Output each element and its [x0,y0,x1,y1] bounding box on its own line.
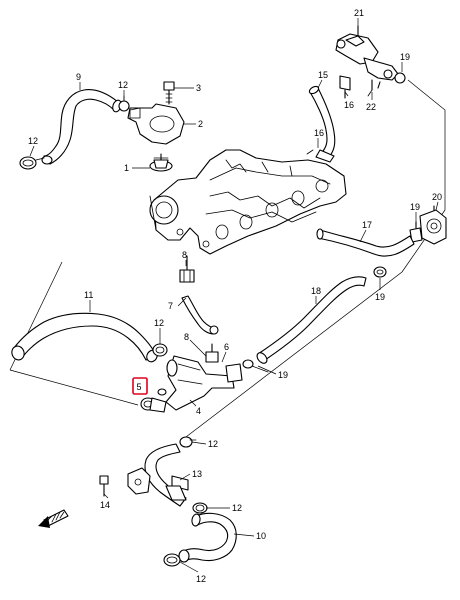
callout-labels: 21 19 15 16 22 16 9 12 3 2 12 1 20 19 17… [28,8,442,584]
callout-22[interactable]: 22 [366,102,376,112]
water-pipe-4[interactable] [140,355,243,413]
callout-10[interactable]: 10 [256,531,266,541]
callout-12[interactable]: 12 [196,574,206,584]
clamp-12b[interactable] [19,156,45,170]
clamp-19c[interactable] [373,266,387,278]
callout-19[interactable]: 19 [410,202,420,212]
callout-18[interactable]: 18 [311,286,321,296]
callout-13[interactable]: 13 [192,469,202,479]
callout-20[interactable]: 20 [432,192,442,202]
callout-8[interactable]: 8 [184,332,189,342]
leader-lines [29,18,439,573]
callout-8[interactable]: 8 [182,250,187,260]
clamp-12c[interactable] [152,343,168,357]
callout-19[interactable]: 19 [400,52,410,62]
callout-12[interactable]: 12 [118,80,128,90]
clamp-12e[interactable] [192,502,208,514]
bolt-14[interactable] [99,475,109,497]
callout-12[interactable]: 12 [208,439,218,449]
thermostat-1[interactable] [149,153,173,172]
thermostat-cap-2[interactable] [127,103,185,145]
front-arrow-icon [38,509,69,528]
fitting-20[interactable] [419,205,447,245]
callout-5[interactable]: 5 [137,382,142,392]
clip-16-upper[interactable] [339,75,373,99]
callout-12[interactable]: 12 [154,318,164,328]
callout-9[interactable]: 9 [76,72,81,82]
bypass-valve-assembly[interactable] [335,25,406,91]
hose-15[interactable] [306,85,336,163]
callout-6[interactable]: 6 [224,342,229,352]
water-pipe-13[interactable] [127,443,189,507]
callout-1[interactable]: 1 [124,163,129,173]
callout-16[interactable]: 16 [314,128,324,138]
hose-11[interactable] [10,312,159,363]
clamp-12d[interactable] [179,436,197,448]
callout-21[interactable]: 21 [354,8,364,18]
callout-14[interactable]: 14 [100,500,110,510]
callout-2[interactable]: 2 [198,119,203,129]
clamp-12a[interactable] [118,95,130,112]
callout-17[interactable]: 17 [362,220,372,230]
intake-manifold [149,149,347,255]
clip-8b[interactable] [205,343,219,363]
clamp-12f[interactable] [163,553,181,567]
hose-7[interactable] [181,295,219,335]
hose-10[interactable] [178,512,237,563]
callout-19[interactable]: 19 [278,370,288,380]
bolt-3[interactable] [163,81,175,105]
callout-19[interactable]: 19 [375,292,385,302]
clamp-19d[interactable] [242,359,269,373]
callout-16[interactable]: 16 [344,100,354,110]
callout-15[interactable]: 15 [318,70,328,80]
selected-callout-5[interactable]: 5 [132,377,148,395]
clip-8a[interactable] [179,255,195,283]
hose-17[interactable] [316,228,415,257]
callout-12[interactable]: 12 [232,503,242,513]
callout-12[interactable]: 12 [28,136,38,146]
callout-7[interactable]: 7 [168,301,173,311]
hose-18[interactable] [255,276,367,365]
callout-11[interactable]: 11 [84,290,93,300]
hose-9[interactable] [41,89,123,165]
callout-4[interactable]: 4 [196,406,201,416]
callout-3[interactable]: 3 [196,83,201,93]
